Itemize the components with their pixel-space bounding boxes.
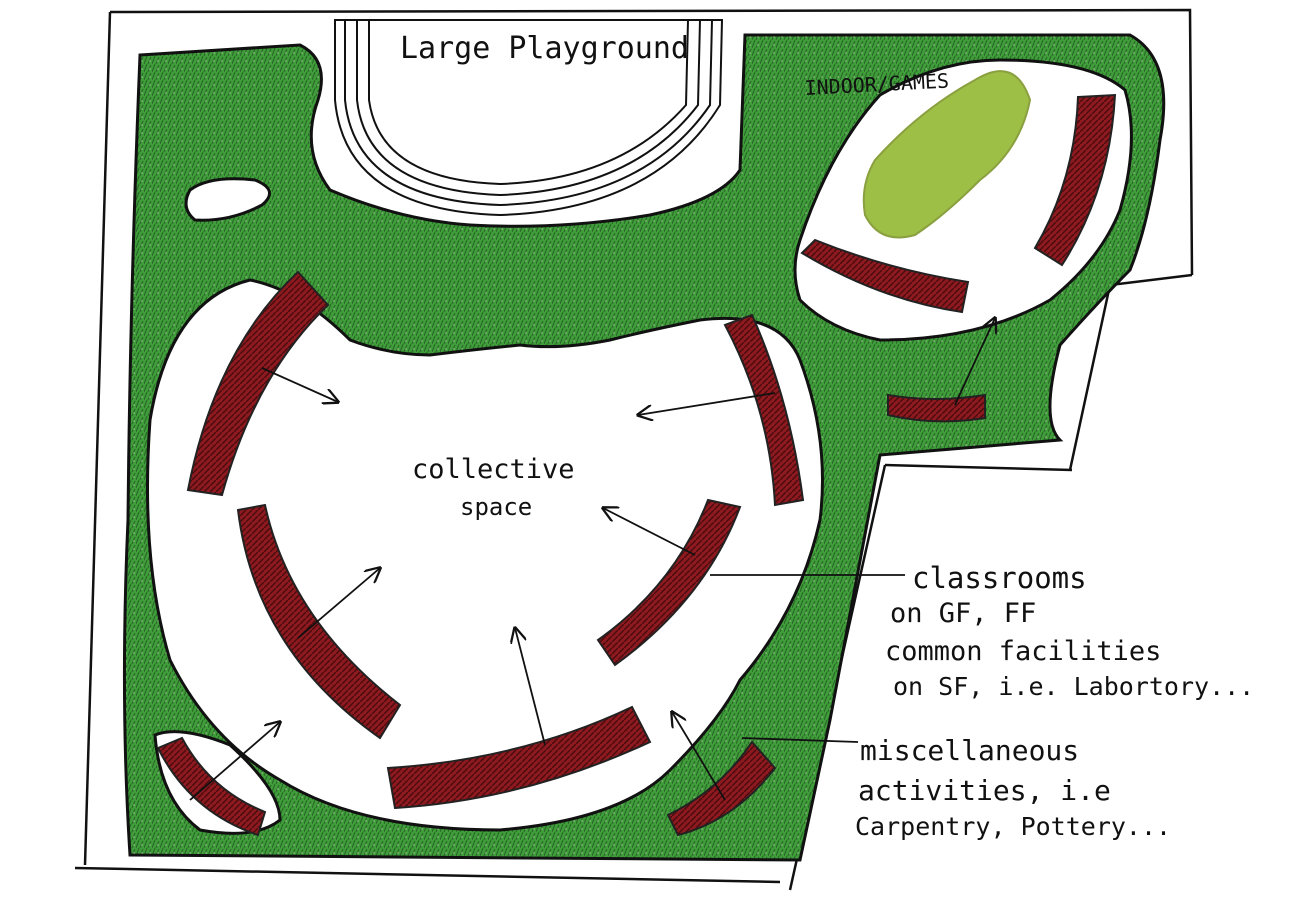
label-classrooms-4: on SF, i.e. Labortory... xyxy=(893,672,1254,701)
building-blocks xyxy=(156,93,1117,837)
indoor-block-s xyxy=(800,238,970,314)
flow-arrows xyxy=(189,318,995,801)
label-misc-2: activities, i.e xyxy=(858,774,1111,807)
label-classrooms-2: on GF, FF xyxy=(890,598,1036,629)
misc-block-sw xyxy=(156,736,267,837)
indoor-block-e xyxy=(1033,93,1117,267)
labels: Large Playground INDOOR/GAMES collective… xyxy=(400,31,1254,841)
label-collective-2: space xyxy=(460,493,532,521)
label-playground: Large Playground xyxy=(400,31,689,66)
classroom-block-s xyxy=(386,705,652,810)
playground-track xyxy=(334,19,724,217)
classroom-block-se xyxy=(596,498,742,667)
classroom-block-ne xyxy=(723,313,805,507)
label-classrooms-3: common facilities xyxy=(885,636,1161,667)
classroom-block-nw xyxy=(186,270,330,497)
note-leaders xyxy=(710,574,905,743)
annex-block xyxy=(887,393,986,423)
label-misc-3: Carpentry, Pottery... xyxy=(855,812,1171,841)
misc-block-se xyxy=(666,740,777,837)
label-collective-1: collective xyxy=(412,454,575,485)
label-classrooms-1: classrooms xyxy=(912,561,1087,595)
classroom-block-w xyxy=(236,503,402,740)
label-misc-1: miscellaneous xyxy=(860,734,1079,767)
indoor-games-area xyxy=(862,70,1032,239)
landscape-area xyxy=(122,33,1166,862)
